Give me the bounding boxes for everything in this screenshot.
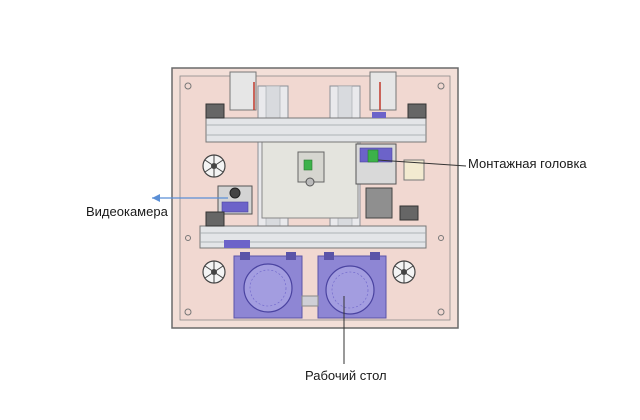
mount-hole [438, 235, 444, 241]
callout-line-mounting-head [377, 159, 467, 167]
label-mounting-head: Монтажная головка [468, 156, 587, 171]
cooling-fan-lower-right [392, 260, 416, 284]
lower-beam-marker [224, 240, 250, 248]
lower-beam-clamp-right [399, 205, 419, 221]
cooling-fan-lower-left [202, 260, 226, 284]
work-table-left [233, 252, 303, 319]
camera-module-plate [221, 201, 249, 213]
center-head-nozzle [305, 177, 315, 187]
table-gap-bar [301, 295, 319, 307]
mount-hole [185, 235, 191, 241]
mounting-head-indicator [367, 149, 379, 163]
mount-hole [184, 82, 192, 90]
label-work-table: Рабочий стол [305, 368, 387, 383]
cooling-fan-upper-left [202, 154, 226, 178]
mount-hole [184, 308, 192, 316]
mounting-head-feeder-box [403, 159, 425, 181]
mounting-head-block [365, 187, 393, 219]
upper-beam-marker [372, 112, 386, 118]
lower-beam-clamp-left [205, 211, 225, 227]
mount-hole [437, 82, 445, 90]
work-table-right [317, 252, 387, 319]
upper-beam-clamp-left [205, 103, 225, 119]
mount-hole [437, 308, 445, 316]
center-head-indicator [303, 159, 313, 171]
label-camera: Видеокамера [86, 204, 168, 219]
top-bracket-right [369, 71, 397, 111]
callout-arrow-camera [152, 194, 228, 202]
upper-beam-clamp-right [407, 103, 427, 119]
upper-beam [205, 117, 427, 143]
top-bracket-left [229, 71, 257, 111]
camera-lens [229, 187, 241, 199]
lower-beam [199, 225, 427, 249]
